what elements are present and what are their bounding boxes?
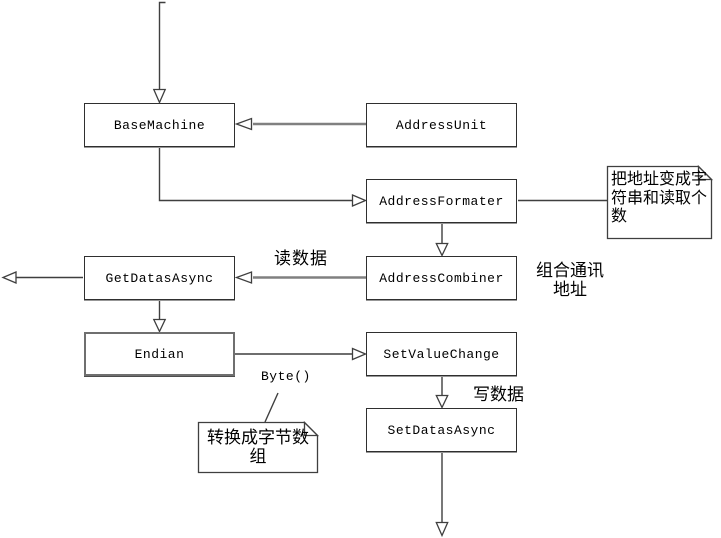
node-getdatasasync-label: GetDatasAsync (105, 270, 214, 286)
note-fold-corner (303, 420, 320, 437)
node-setvaluechange-label: SetValueChange (383, 346, 500, 362)
arrowhead-down-endian (152, 318, 167, 334)
arrowhead-down-basemachine (152, 88, 167, 105)
note-endian-text: 转换成字节数组 (207, 428, 309, 466)
note-endian-leader-line (264, 392, 279, 423)
note-shape-addressformater[interactable] (606, 164, 714, 240)
edge-label-combine-address: 组合通讯地址 (536, 261, 604, 299)
node-addressformater[interactable]: AddressFormater (366, 179, 517, 223)
node-addressunit-label: AddressUnit (395, 117, 488, 133)
edge-label-byte: Byte() (261, 369, 311, 384)
edge-label-write-data: 写数据 (473, 385, 524, 404)
note-shape-endian[interactable] (197, 420, 320, 474)
note-addressformater-text: 把地址变成字符串和读取个数 (611, 171, 708, 225)
arrowhead-left-exit (1, 271, 17, 284)
arrowhead-right-setvaluechange (351, 347, 368, 361)
arrowhead-down-addresscombiner (435, 242, 449, 258)
node-setvaluechange[interactable]: SetValueChange (366, 332, 517, 376)
arrowhead-down-exit (435, 521, 449, 538)
node-getdatasasync[interactable]: GetDatasAsync (84, 256, 235, 300)
node-endian[interactable]: Endian (84, 332, 235, 376)
edge-basemachine-to-addressformater (158, 147, 353, 202)
node-setdatasasync-label: SetDatasAsync (387, 422, 496, 438)
arrowhead-down-setdatasasync (435, 394, 449, 410)
arrowhead-left-getdatasasync (234, 271, 253, 284)
note-fold-corner (697, 164, 714, 181)
note-outline (197, 421, 319, 474)
edge-label-read-data: 读数据 (274, 249, 328, 268)
node-addresscombiner[interactable]: AddressCombiner (366, 256, 517, 300)
arrowhead-right-addressformater (351, 194, 368, 207)
node-addressformater-label: AddressFormater (379, 193, 504, 209)
arrowhead-left-basemachine (234, 117, 253, 131)
node-basemachine[interactable]: BaseMachine (84, 103, 235, 147)
node-addresscombiner-label: AddressCombiner (379, 270, 504, 286)
edge-entry-to-basemachine (158, 1, 166, 90)
node-setdatasasync[interactable]: SetDatasAsync (366, 408, 517, 452)
note-outline (606, 165, 713, 240)
node-addressunit[interactable]: AddressUnit (366, 103, 517, 147)
node-endian-label: Endian (134, 346, 185, 362)
node-basemachine-label: BaseMachine (113, 117, 206, 133)
